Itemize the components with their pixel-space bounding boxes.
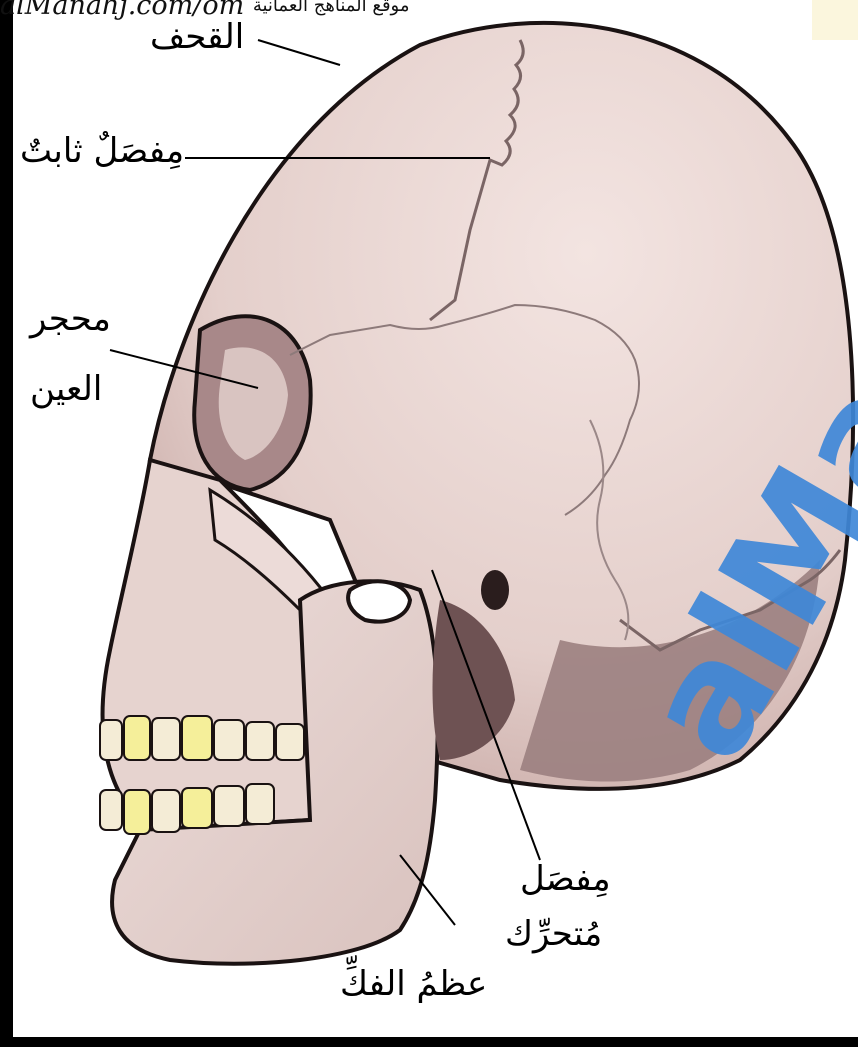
- label-eye-socket-line1: محجر: [30, 300, 111, 339]
- skull-leader-line: [258, 40, 340, 65]
- label-fixed-joint: مِفصَلٌ ثابتٌ: [20, 132, 184, 171]
- corner-patch: [812, 0, 858, 40]
- source-header: alManahj.com/om موقع المناهج العمانية: [0, 0, 560, 21]
- source-site-name: موقع المناهج العمانية: [253, 0, 410, 16]
- label-jaw-bone: عظمُ الفكِّ: [340, 965, 487, 1004]
- label-skull: القحف: [150, 18, 244, 57]
- label-movable-joint-line2: مُتحرِّك: [505, 915, 602, 954]
- bottom-border: [0, 1037, 858, 1047]
- joint-opening: [348, 581, 410, 621]
- ear-canal: [481, 570, 509, 610]
- label-eye-socket-line2: العين: [30, 370, 102, 409]
- left-border: [0, 0, 13, 1047]
- label-movable-joint-line1: مِفصَل: [520, 860, 611, 899]
